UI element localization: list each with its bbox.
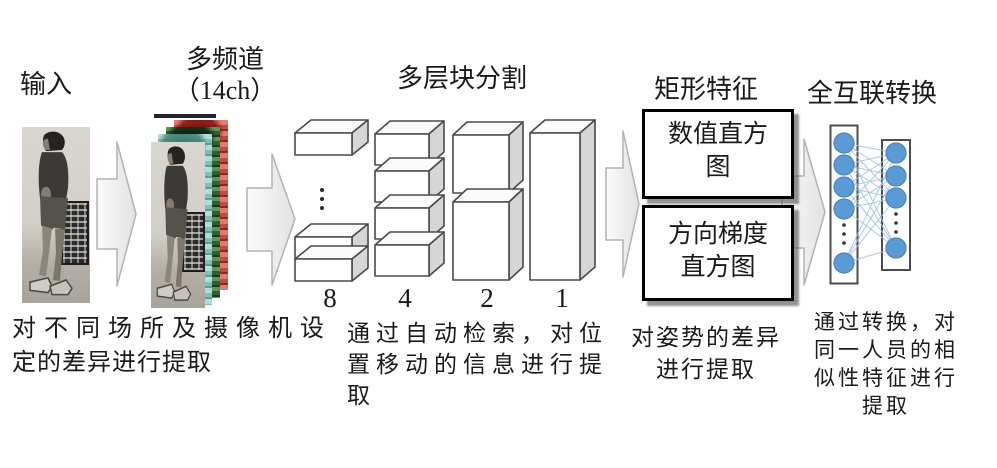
nn-layer-right xyxy=(881,139,911,271)
caption-line: 通过自动检索，对位 xyxy=(347,321,608,346)
multichannel-subtitle: （14ch） xyxy=(173,76,277,105)
person-silhouette xyxy=(156,146,192,301)
caption-line: 同一人员的相 xyxy=(814,338,958,362)
flow-arrow-icon xyxy=(246,153,296,286)
gradient-histogram-box: 方向梯度 直方图 xyxy=(642,205,794,301)
caption-line: 似性特征进行 xyxy=(814,366,958,390)
caption-line: 进行提取 xyxy=(656,357,756,382)
flow-arrow-icon xyxy=(96,141,137,287)
nn-nodes xyxy=(833,132,907,274)
multichannel-stack xyxy=(150,112,236,312)
blocks-title: 多层块分割 xyxy=(397,64,528,93)
caption-line: 取 xyxy=(347,383,376,408)
fc-caption: 通过转换，对 同一人员的相 似性特征进行 提取 xyxy=(810,308,962,420)
caption-line: 通过转换，对 xyxy=(814,310,958,334)
multichannel-title-line: 多频道 xyxy=(185,45,264,74)
fully-connected-network-graphic xyxy=(829,124,911,285)
nn-layer-left xyxy=(829,124,859,285)
level-label-8: 8 xyxy=(323,283,337,313)
input-title: 输入 xyxy=(20,70,73,99)
stack-top-edge xyxy=(154,114,216,118)
value-histogram-label-line2: 图 xyxy=(705,154,731,181)
caption-line: 提取 xyxy=(862,394,910,418)
gradient-histogram-label-line1: 方向梯度 xyxy=(667,221,768,248)
level-label-4: 4 xyxy=(398,283,412,313)
level-label-2: 2 xyxy=(480,283,494,313)
value-histogram-box: 数值直方 图 xyxy=(642,109,794,199)
caption-line: 定的差异进行提取 xyxy=(12,350,212,376)
block-partition-graphic xyxy=(294,119,596,282)
multichannel-title: 多频道 （14ch） xyxy=(160,44,290,106)
caption-line: 对不同场所及摄像机设 xyxy=(12,316,332,342)
features-title: 矩形特征 xyxy=(654,75,759,104)
caption-line: 对姿势的差异 xyxy=(631,325,781,350)
fc-title: 全互联转换 xyxy=(807,79,938,108)
caption-line: 置移动的信息进行提 xyxy=(347,352,608,377)
nn-ellipsis-dots xyxy=(842,212,898,245)
level-label-1: 1 xyxy=(555,283,569,313)
flow-arrow-icon xyxy=(605,130,640,278)
stack-person-photo xyxy=(151,142,205,308)
gradient-histogram-label-line2: 直方图 xyxy=(680,254,756,281)
features-caption: 对姿势的差异 进行提取 xyxy=(620,322,792,386)
value-histogram-label-line1: 数值直方 xyxy=(667,121,768,148)
input-caption: 对不同场所及摄像机设 定的差异进行提取 xyxy=(12,312,342,380)
person-silhouette xyxy=(29,131,73,296)
blocks-caption: 通过自动检索，对位 置移动的信息进行提 取 xyxy=(347,318,622,411)
input-person-photo xyxy=(22,127,90,303)
